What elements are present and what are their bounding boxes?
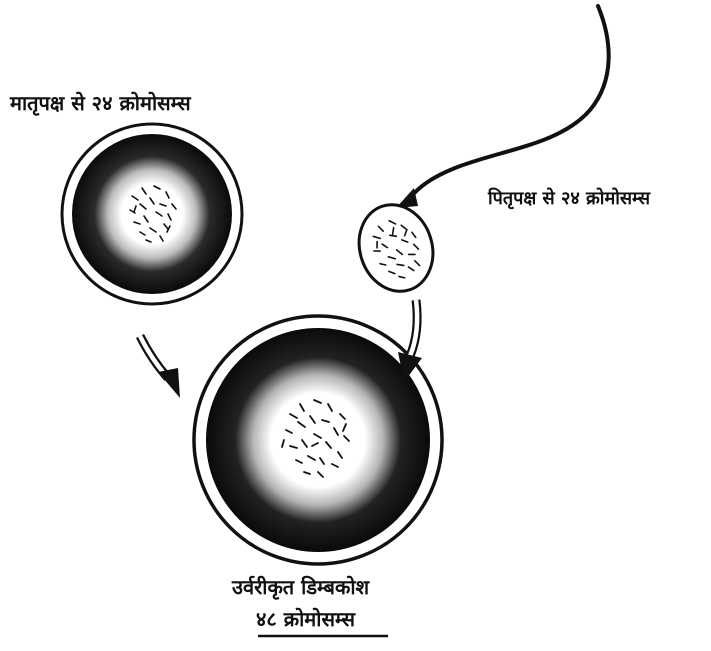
sperm-head	[348, 195, 444, 301]
maternal-to-zygote-arrow	[140, 336, 180, 398]
paternal-label: पितृपक्ष से २४ क्रोमोसम्स	[487, 187, 651, 210]
maternal-label: मातृपक्ष से २४ क्रोमोसम्स	[9, 91, 192, 116]
result-label-line2: ४८ क्रोमोसम्स	[256, 607, 356, 631]
maternal-egg-cell	[62, 124, 242, 304]
result-label-line1: उर्वरीकृत डिम्बकोश	[231, 575, 371, 600]
sperm-tail	[410, 6, 609, 198]
fertilized-egg-cell	[194, 316, 442, 564]
